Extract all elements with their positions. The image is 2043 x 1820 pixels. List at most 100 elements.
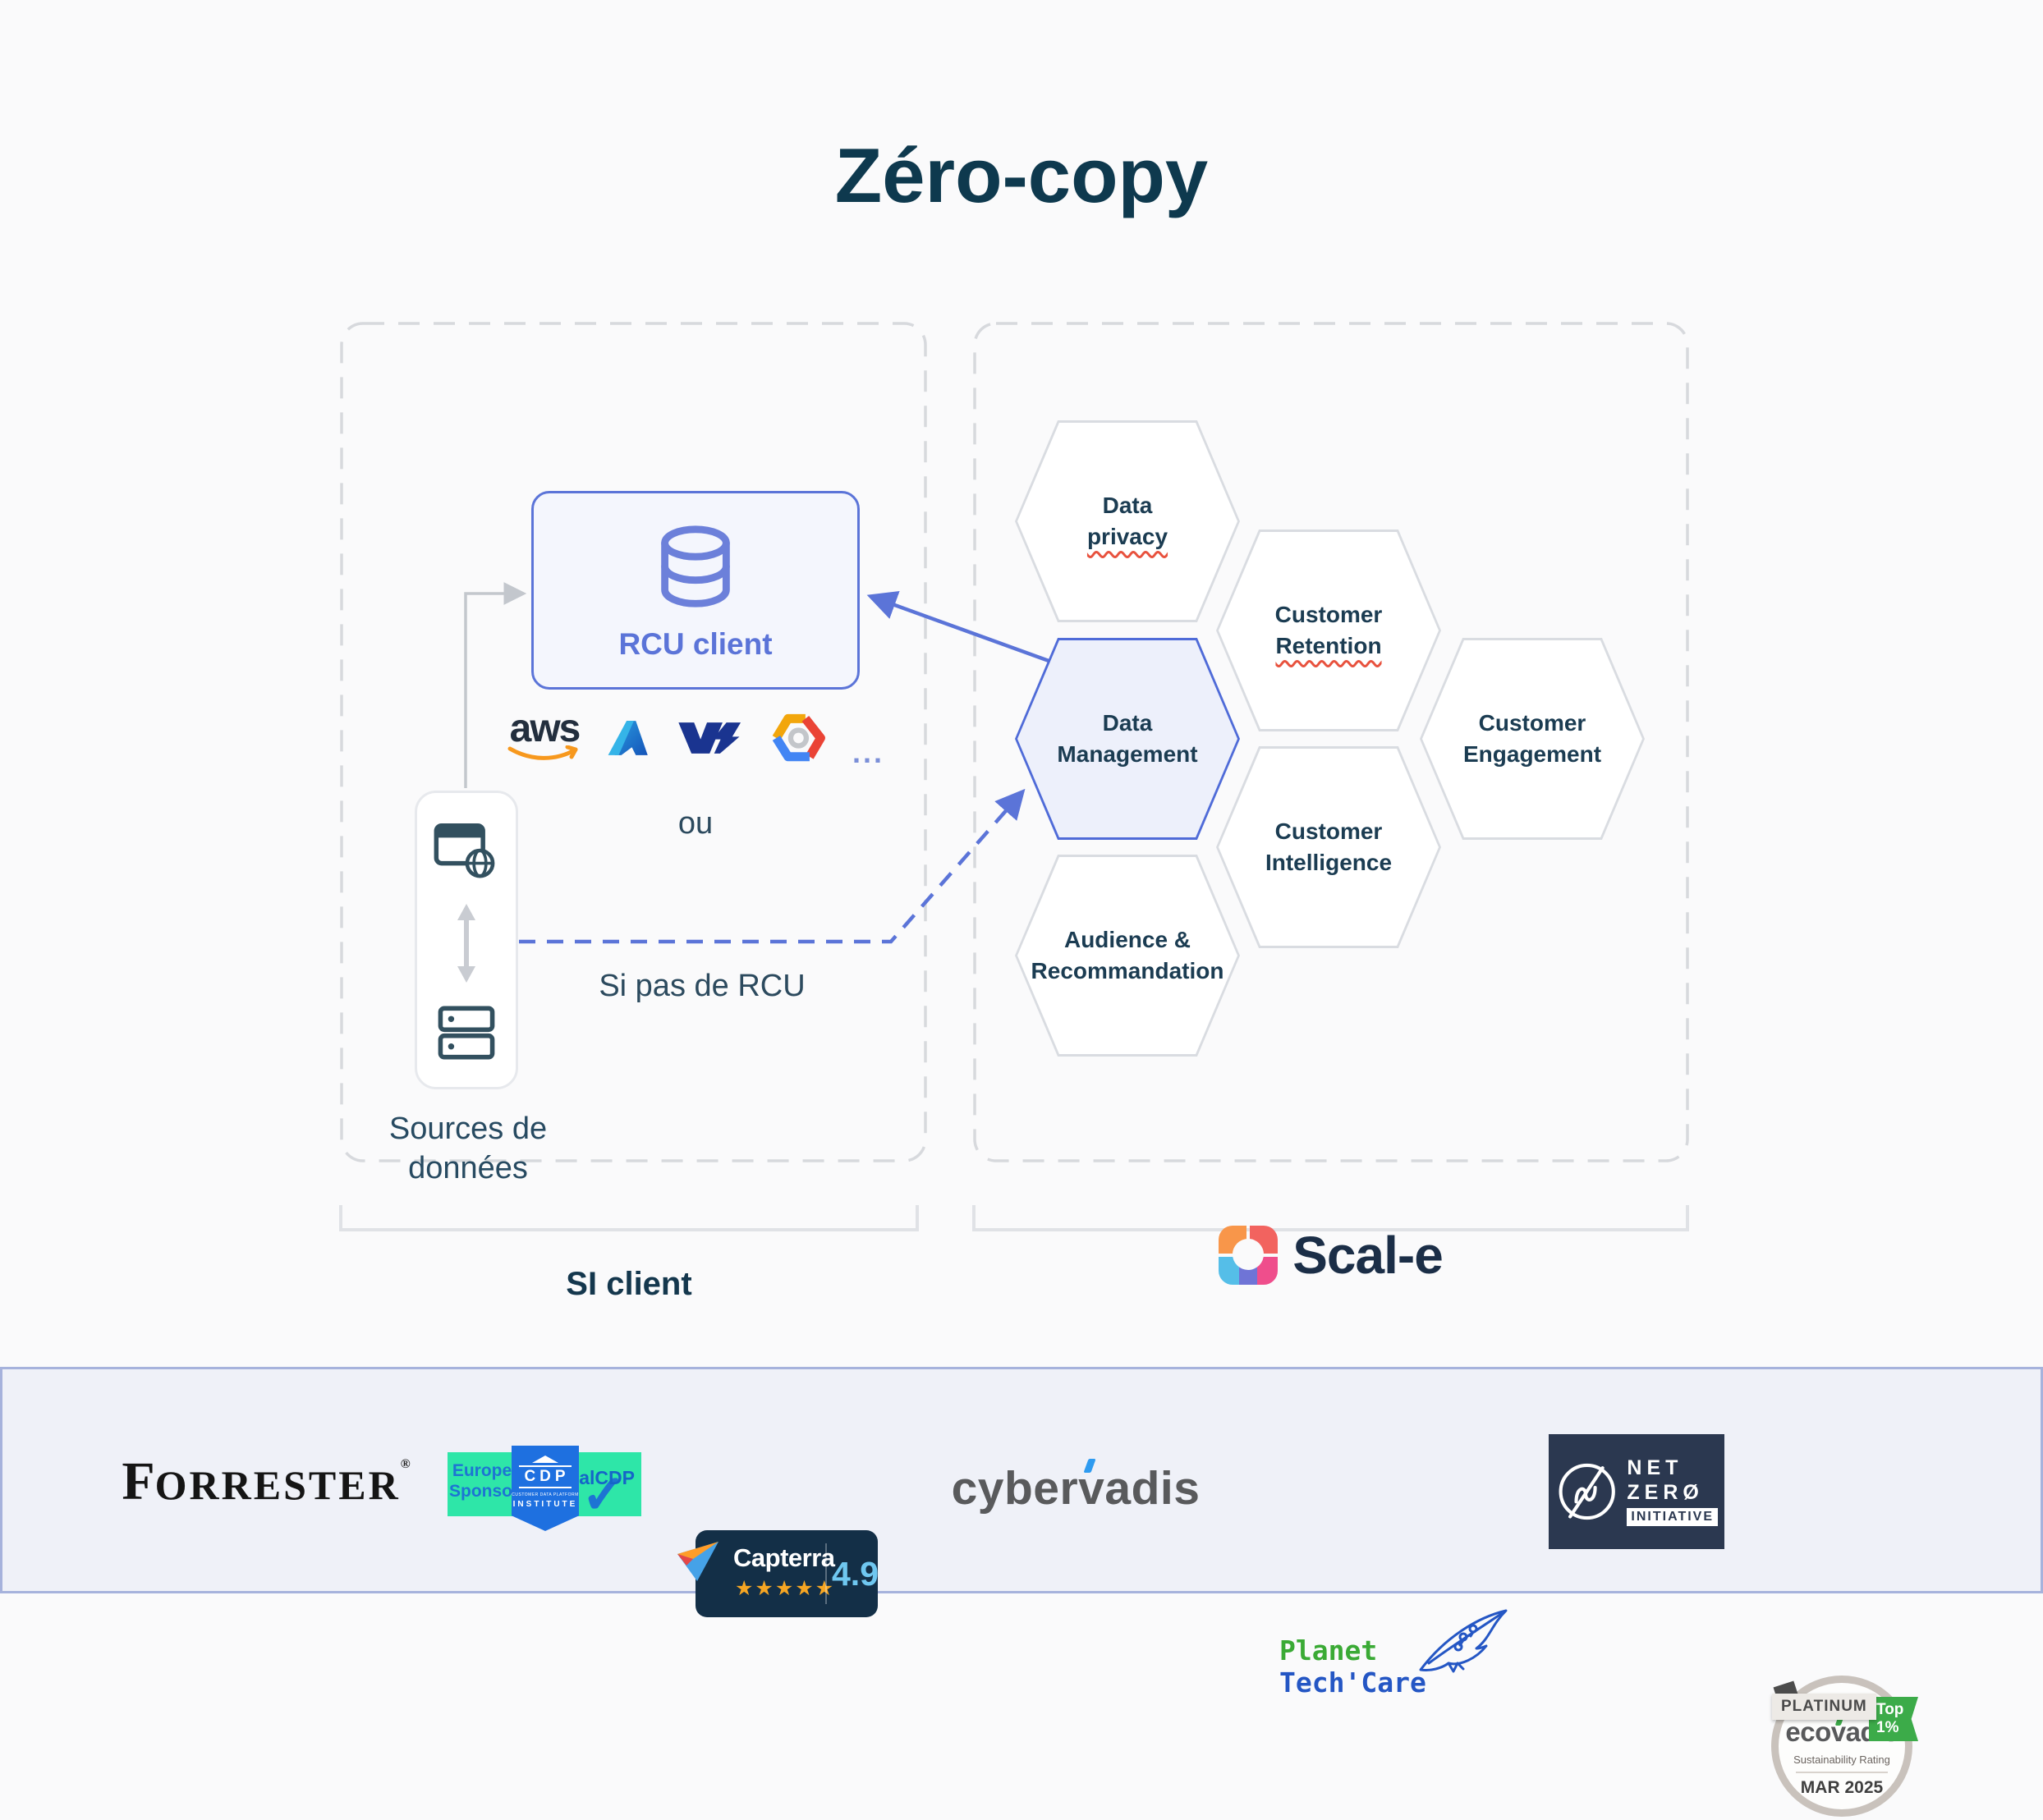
initiative-label: INITIATIVE	[1627, 1508, 1718, 1526]
browser-globe-icon	[434, 823, 495, 878]
forrester-initial: F	[122, 1451, 155, 1511]
forrester-rest: ORRESTER	[154, 1462, 401, 1508]
data-sources-card	[415, 791, 518, 1089]
cdp-europe-sponsor-label: Europe Sponsor	[449, 1460, 520, 1501]
hexagon-audience-recommandation: Audience & Recommandation	[1015, 855, 1240, 1057]
ecovadis-medal: ecovadis Sustainability Rating MAR 2025 …	[1767, 1669, 1918, 1820]
cdp-pennant: CDP CUSTOMER DATA PLATFORM INSTITUTE	[512, 1446, 579, 1531]
aws-logo: aws	[507, 706, 582, 764]
scale-bracket	[972, 1205, 1689, 1231]
ecovadis-subtitle: Sustainability Rating	[1793, 1753, 1890, 1766]
scale-icon-strip	[1239, 1267, 1258, 1285]
data-sources-label: Sources de données	[349, 1110, 587, 1188]
hexagon-fill	[1017, 857, 1237, 1054]
hexagon-label-line2: Engagement	[1462, 741, 1602, 767]
or-label: ou	[677, 806, 714, 841]
aws-smile-icon	[507, 745, 578, 761]
hexagon-label-line2: Management	[1057, 741, 1198, 767]
hexagon-label-line1: Data	[1102, 493, 1153, 519]
hexagon-fill	[1017, 640, 1237, 837]
planet-line: Planet	[1279, 1634, 1378, 1666]
azure-logo	[608, 721, 648, 755]
hexagon-label-line2: Recommandation	[1031, 958, 1224, 983]
cdp-temple-icon	[532, 1456, 558, 1463]
ecovadis-v-accent: v	[1830, 1716, 1846, 1747]
data-sources-label-line2: données	[408, 1150, 528, 1185]
cdp-sponsor: Sponsor	[449, 1482, 520, 1501]
forrester-logo: FORRESTER®	[122, 1451, 410, 1513]
hexagon-label-line1: Customer	[1274, 602, 1383, 628]
hexagon-label-line2: Retention	[1275, 633, 1382, 658]
hexagon-label: Audience & Recommandation	[1015, 855, 1240, 1057]
si-client-panel-outline	[340, 322, 927, 1162]
hexagon-data-privacy: Data privacy	[1015, 420, 1240, 622]
hexagon-label: Customer Retention	[1216, 529, 1441, 731]
footer-logos-bar: FORRESTER® Europe Sponsor ✓ RealCDP CDP …	[0, 1367, 2043, 1817]
ecovadis-top1-banner: Top 1%	[1869, 1697, 1918, 1741]
hexagon-label: Customer Engagement	[1420, 638, 1645, 840]
planet-techcare-logo: Planet Tech'Care	[1279, 1609, 1508, 1708]
hexagon-label-line1: Audience &	[1063, 927, 1191, 953]
zero-label: ZERØ	[1627, 1480, 1704, 1504]
hexagon-fill	[1017, 423, 1237, 620]
forrester-registered-mark: ®	[400, 1457, 411, 1471]
cybervadis-v-accent: v	[1078, 1462, 1105, 1515]
ecovadis-date: MAR 2025	[1800, 1777, 1884, 1797]
net-zero-icon	[1559, 1463, 1615, 1520]
cdp-europe: Europe	[452, 1461, 512, 1480]
hexagon-customer-engagement: Customer Engagement	[1420, 638, 1645, 840]
hexagon-customer-retention: Customer Retention	[1216, 529, 1441, 731]
page-title: Zéro-copy	[834, 132, 1209, 218]
capterra-wordmark: Capterra	[733, 1543, 835, 1572]
capterra-rating: 4.9	[832, 1555, 879, 1593]
net-zero-wordmark: NET ZERØ INITIATIVE	[1627, 1456, 1718, 1526]
datamgmt-to-rcu-arrow	[866, 591, 1052, 664]
cdp-checkmark-icon: ✓	[581, 1464, 627, 1524]
rcu-client-card: RCU client	[531, 491, 860, 690]
net-label: NET	[1627, 1456, 1683, 1479]
data-sources-label-line1: Sources de	[388, 1112, 548, 1146]
sources-to-rcu-arrow	[464, 582, 527, 788]
database-icon	[661, 525, 730, 607]
scale-logo-icon	[1219, 1226, 1279, 1285]
scale-panel-outline	[973, 322, 1689, 1162]
server-icon	[438, 1006, 495, 1060]
si-client-caption: SI client	[566, 1266, 692, 1302]
no-rcu-label: Si pas de RCU	[599, 969, 806, 1003]
capterra-badge: Capterra ★★★★★ 4.9	[677, 1530, 879, 1617]
rcu-client-label: RCU client	[618, 627, 773, 661]
ecovadis-platinum-banner: PLATINUM	[1772, 1694, 1876, 1720]
scale-wordmark: Scal-e	[1292, 1226, 1444, 1285]
hexagon-label-line1: Customer	[1478, 710, 1586, 736]
more-providers-ellipsis: ...	[852, 736, 884, 769]
hexagon-label: Data Management	[1015, 638, 1240, 840]
cdp-wordmark: CDP	[519, 1465, 572, 1488]
hexagon-label-line2: Intelligence	[1265, 850, 1393, 875]
capterra-icon	[677, 1542, 718, 1581]
capterra-divider	[825, 1543, 827, 1604]
cdp-subtitle: CUSTOMER DATA PLATFORM	[512, 1492, 579, 1497]
hexagon-label: Data privacy	[1015, 420, 1240, 622]
hexagon-label: Customer Intelligence	[1216, 746, 1441, 948]
cloud-providers-row: aws ...	[507, 703, 884, 773]
hexagon-label-line1: Customer	[1274, 818, 1383, 845]
hexagon-label-line1: Data	[1102, 710, 1153, 736]
hexagon-data-management: Data Management	[1015, 638, 1240, 840]
feather-icon	[1419, 1609, 1508, 1673]
planet-techcare-wordmark: Planet Tech'Care	[1279, 1634, 1426, 1699]
sync-arrow-icon	[457, 904, 475, 983]
hexagon-fill	[1219, 532, 1439, 729]
cdp-institute-badge: Europe Sponsor ✓ RealCDP CDP CUSTOMER DA…	[448, 1446, 641, 1531]
scale-brand: Scal-e	[974, 1225, 1687, 1286]
cdp-institute-label: INSTITUTE	[512, 1500, 578, 1509]
diagram-overlay	[339, 322, 1689, 1231]
aws-wordmark: aws	[509, 706, 581, 750]
ecovadis-divider	[1796, 1771, 1888, 1773]
hexagon-fill	[1219, 749, 1439, 946]
hexagon-label-line2: privacy	[1086, 524, 1168, 549]
net-zero-initiative-badge: NET ZERØ INITIATIVE	[1549, 1434, 1724, 1549]
capterra-stars: ★★★★★	[735, 1577, 836, 1600]
scale-icon-hole	[1233, 1239, 1265, 1270]
cybervadis-logo: cybervadis	[952, 1461, 1201, 1515]
cybervadis-part: cyber	[951, 1462, 1079, 1515]
